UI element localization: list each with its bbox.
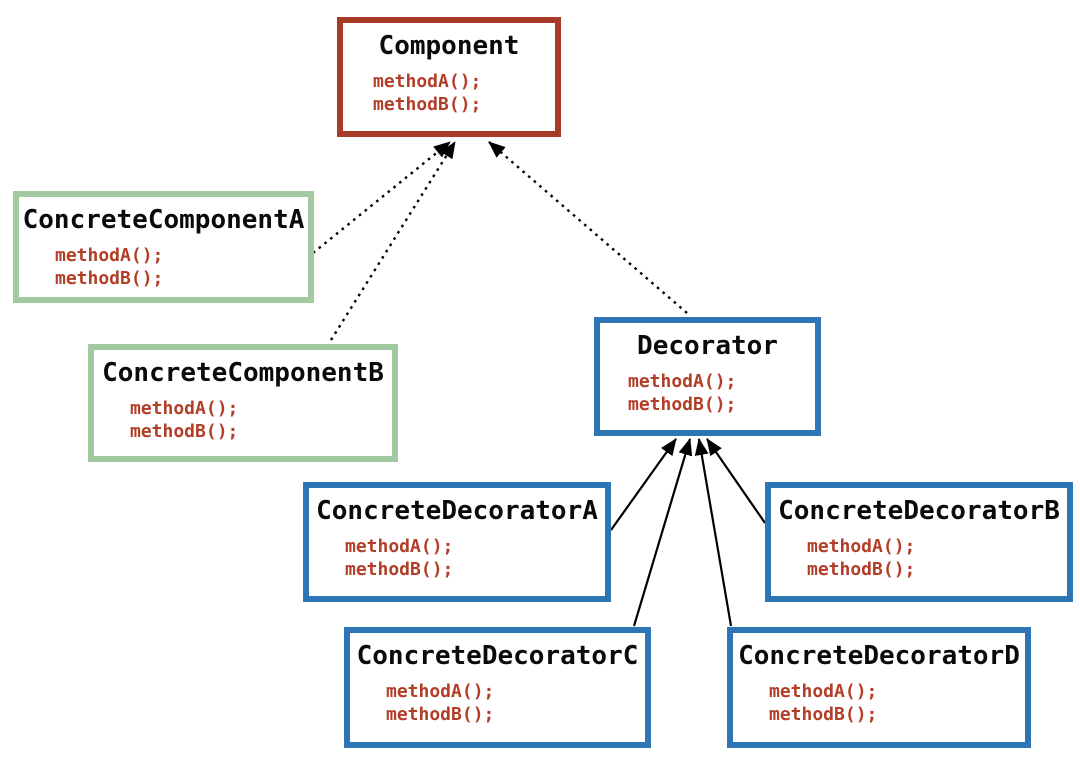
class-box-decorator: Decorator methodA(); methodB();	[594, 317, 821, 436]
method-line: methodA();	[130, 398, 239, 419]
method-line: methodB();	[55, 268, 164, 289]
class-box-concrete-decorator-c: ConcreteDecoratorC methodA(); methodB();	[344, 627, 651, 748]
class-title: ConcreteDecoratorB	[778, 496, 1060, 526]
class-box-concrete-decorator-b: ConcreteDecoratorB methodA(); methodB();	[765, 482, 1073, 602]
class-method-list: methodA(); methodB();	[600, 370, 815, 416]
method-line: methodA();	[386, 681, 495, 702]
method-line: methodA();	[55, 245, 164, 266]
method-line: methodA();	[345, 536, 454, 557]
realization-arrow-concrete-component-a-to-component	[312, 141, 451, 254]
class-box-component: Component methodA(); methodB();	[337, 17, 561, 137]
realization-arrow-concrete-component-b-to-component	[329, 141, 457, 341]
method-line: methodB();	[769, 704, 878, 725]
class-title: ConcreteDecoratorA	[316, 496, 598, 526]
method-line: methodB();	[373, 94, 482, 115]
class-method-list: methodA(); methodB();	[733, 680, 1025, 726]
class-method-list: methodA(); methodB();	[94, 397, 392, 443]
method-line: methodB();	[386, 704, 495, 725]
class-box-concrete-component-b: ConcreteComponentB methodA(); methodB();	[88, 344, 398, 462]
class-method-list: methodA(); methodB();	[771, 535, 1067, 581]
method-line: methodB();	[345, 559, 454, 580]
class-box-concrete-decorator-a: ConcreteDecoratorA methodA(); methodB();	[303, 482, 611, 602]
class-title: Component	[378, 31, 520, 61]
method-line: methodA();	[373, 71, 482, 92]
inheritance-arrow-concrete-decorator-d-to-decorator	[694, 438, 733, 627]
class-title: Decorator	[637, 331, 778, 361]
class-method-list: methodA(); methodB();	[19, 244, 308, 290]
class-method-list: methodA(); methodB();	[309, 535, 605, 581]
class-box-concrete-decorator-d: ConcreteDecoratorD methodA(); methodB();	[727, 627, 1031, 748]
method-line: methodA();	[807, 536, 916, 557]
inheritance-arrow-concrete-decorator-b-to-decorator	[706, 438, 766, 524]
realization-arrow-decorator-to-component	[488, 141, 688, 314]
method-line: methodA();	[769, 681, 878, 702]
inheritance-arrow-concrete-decorator-c-to-decorator	[632, 438, 693, 627]
class-title: ConcreteComponentA	[22, 205, 305, 235]
method-line: methodB();	[130, 421, 239, 442]
class-box-concrete-component-a: ConcreteComponentA methodA(); methodB();	[13, 191, 314, 303]
class-title: ConcreteComponentB	[102, 358, 384, 388]
class-title: ConcreteDecoratorD	[738, 641, 1020, 671]
method-line: methodB();	[628, 394, 737, 415]
class-method-list: methodA(); methodB();	[350, 680, 645, 726]
class-method-list: methodA(); methodB();	[343, 70, 555, 116]
class-title: ConcreteDecoratorC	[356, 641, 639, 671]
inheritance-arrow-concrete-decorator-a-to-decorator	[610, 438, 677, 531]
method-line: methodA();	[628, 371, 737, 392]
method-line: methodB();	[807, 559, 916, 580]
